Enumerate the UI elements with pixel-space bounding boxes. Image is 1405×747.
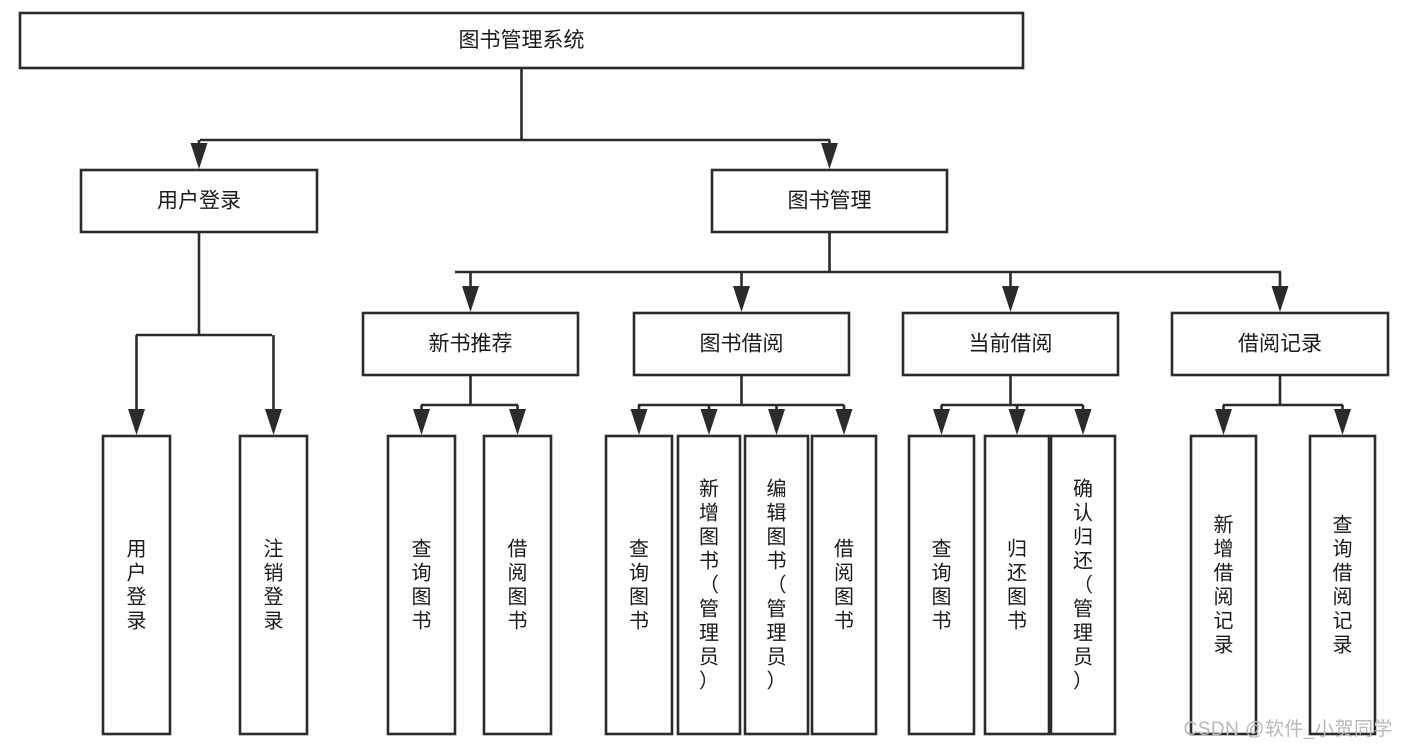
node-box-book-manage[interactable] [710, 168, 949, 234]
node-box-leaf-borrow-edit[interactable] [743, 434, 810, 736]
node-box-leaf-rec-add[interactable] [1189, 434, 1258, 736]
connector-group-new-book-rec [413, 375, 526, 435]
node-label-book-manage: 图书管理 [788, 190, 872, 213]
node-label-leaf-rec-query: 查询图书 [412, 538, 432, 633]
node-new-book-rec[interactable]: 新书推荐 [361, 311, 580, 377]
node-leaf-rec-search[interactable]: 查询借阅记录 [1308, 434, 1377, 736]
node-leaf-cur-return[interactable]: 归还图书 [983, 434, 1051, 736]
node-label-leaf-borrow-query: 查询图书 [629, 538, 649, 633]
node-label-leaf-borrow-lend: 借阅图书 [834, 538, 854, 633]
connector-group-current-borrow [933, 375, 1092, 435]
node-box-current-borrow[interactable] [901, 311, 1120, 377]
node-box-leaf-borrow-query[interactable] [604, 434, 674, 736]
node-box-leaf-user-login[interactable] [101, 434, 172, 736]
node-leaf-rec-borrow[interactable]: 借阅图书 [482, 434, 553, 736]
node-book-borrow[interactable]: 图书借阅 [632, 311, 851, 377]
node-box-leaf-user-logout[interactable] [238, 434, 309, 736]
node-box-leaf-cur-confirm[interactable] [1049, 434, 1117, 736]
connectors-layer [128, 68, 1351, 435]
node-label-leaf-cur-confirm: 确认归还（管理员） [1073, 478, 1093, 693]
node-leaf-rec-query[interactable]: 查询图书 [386, 434, 457, 736]
node-box-new-book-rec[interactable] [361, 311, 580, 377]
node-leaf-cur-confirm[interactable]: 确认归还（管理员） [1049, 434, 1117, 736]
node-label-book-borrow: 图书借阅 [700, 333, 784, 356]
node-box-leaf-rec-search[interactable] [1308, 434, 1377, 736]
node-box-borrow-record[interactable] [1170, 311, 1390, 377]
node-box-leaf-borrow-add[interactable] [676, 434, 742, 736]
connector-group-book-borrow [630, 375, 853, 435]
node-label-new-book-rec: 新书推荐 [429, 333, 513, 356]
connector-group-book-manage [455, 232, 1289, 312]
node-leaf-borrow-add[interactable]: 新增图书（管理员） [676, 434, 742, 736]
node-user-login[interactable]: 用户登录 [79, 168, 319, 234]
node-box-book-borrow[interactable] [632, 311, 851, 377]
node-box-leaf-borrow-lend[interactable] [810, 434, 878, 736]
node-label-root: 图书管理系统 [459, 29, 585, 52]
node-leaf-rec-add[interactable]: 新增借阅记录 [1189, 434, 1258, 736]
connector-group-root [190, 68, 838, 169]
node-label-leaf-rec-add: 新增借阅记录 [1214, 514, 1234, 657]
node-leaf-borrow-edit[interactable]: 编辑图书（管理员） [743, 434, 810, 736]
node-label-leaf-user-logout: 注销登录 [264, 538, 284, 633]
node-box-user-login[interactable] [79, 168, 319, 234]
node-label-borrow-record: 借阅记录 [1238, 333, 1322, 356]
node-label-current-borrow: 当前借阅 [969, 333, 1053, 356]
nodes-layer: 图书管理系统用户登录图书管理新书推荐图书借阅当前借阅借阅记录用户登录注销登录查询… [18, 11, 1390, 736]
node-label-leaf-rec-borrow: 借阅图书 [508, 538, 528, 633]
node-box-leaf-rec-query[interactable] [386, 434, 457, 736]
node-box-leaf-rec-borrow[interactable] [482, 434, 553, 736]
node-book-manage[interactable]: 图书管理 [710, 168, 949, 234]
node-leaf-user-logout[interactable]: 注销登录 [238, 434, 309, 736]
node-label-leaf-borrow-edit: 编辑图书（管理员） [767, 478, 787, 693]
node-label-leaf-rec-search: 查询借阅记录 [1333, 514, 1353, 657]
node-leaf-cur-query[interactable]: 查询图书 [907, 434, 976, 736]
node-label-leaf-user-login: 用户登录 [127, 539, 147, 633]
connector-group-borrow-record [1215, 375, 1351, 435]
node-leaf-borrow-lend[interactable]: 借阅图书 [810, 434, 878, 736]
node-leaf-user-login[interactable]: 用户登录 [101, 434, 172, 736]
node-box-leaf-cur-return[interactable] [983, 434, 1051, 736]
node-label-leaf-cur-return: 归还图书 [1007, 538, 1027, 633]
connector-group-user-login [128, 232, 282, 435]
node-borrow-record[interactable]: 借阅记录 [1170, 311, 1390, 377]
node-root[interactable]: 图书管理系统 [18, 11, 1025, 70]
node-label-leaf-cur-query: 查询图书 [932, 538, 952, 633]
node-label-user-login: 用户登录 [157, 190, 241, 213]
node-current-borrow[interactable]: 当前借阅 [901, 311, 1120, 377]
node-label-leaf-borrow-add: 新增图书（管理员） [699, 478, 719, 693]
node-box-root[interactable] [18, 11, 1025, 70]
node-leaf-borrow-query[interactable]: 查询图书 [604, 434, 674, 736]
node-box-leaf-cur-query[interactable] [907, 434, 976, 736]
